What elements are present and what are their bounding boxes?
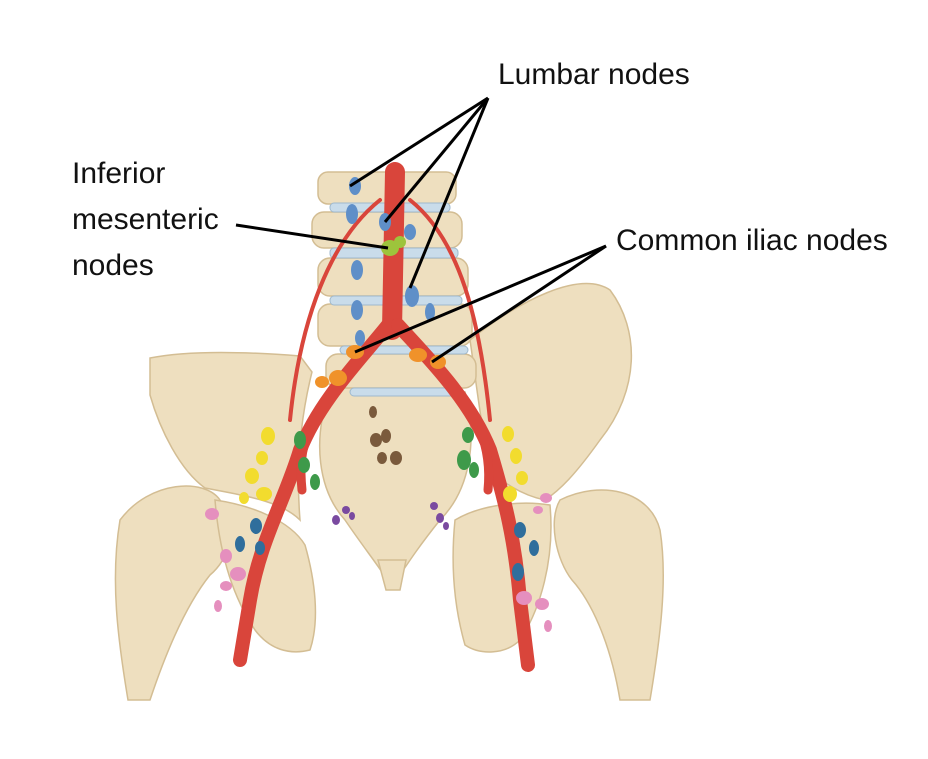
common-iliac-leader-line-1 (354, 244, 607, 354)
inferior-mesenteric-label-line-3: nodes (72, 249, 154, 282)
lymph-node (351, 260, 363, 280)
pelvis-bones (114, 171, 665, 701)
lymph-node (235, 536, 245, 552)
lymph-node (516, 591, 532, 605)
lymph-node (394, 236, 406, 248)
lumbar-nodes-label: Lumbar nodes (498, 58, 690, 91)
lymph-node (220, 581, 232, 591)
right-pubis (452, 502, 552, 653)
lymph-node (370, 433, 382, 447)
inferior-mesenteric-leader-line (235, 223, 389, 250)
lymph-node (230, 567, 246, 581)
external-iliac-node-cluster (239, 426, 528, 504)
deep-inguinal-node-cluster (235, 518, 539, 581)
lymph-node (443, 522, 449, 530)
lymph-node (261, 427, 275, 445)
right-femur (553, 489, 665, 701)
inferior-mesenteric-label-line-2: mesenteric (72, 203, 219, 236)
left-gonadal-artery (288, 198, 382, 422)
left-femur (114, 485, 232, 701)
lymph-node (503, 486, 517, 502)
lymph-node (250, 518, 262, 534)
lymph-node (514, 522, 526, 538)
lymph-node (436, 513, 444, 523)
lymph-node (457, 450, 471, 470)
lymph-node (369, 406, 377, 418)
lymph-node (381, 429, 391, 443)
lymph-node (404, 224, 416, 240)
lymph-node (310, 474, 320, 490)
lumbar-leader-line-2 (383, 97, 490, 223)
lymph-node (294, 431, 306, 449)
lymph-node (332, 515, 340, 525)
lymph-node (377, 452, 387, 464)
obturator-node-cluster (332, 502, 449, 530)
right-gonadal-artery (408, 198, 492, 422)
lymph-node (220, 549, 232, 563)
lymph-node (256, 487, 272, 501)
lymph-node (533, 506, 543, 514)
lymph-node (512, 563, 524, 581)
lymph-node (502, 426, 514, 442)
lymph-node (516, 471, 528, 485)
lymph-node (214, 600, 222, 612)
lymph-node (405, 285, 419, 307)
lymph-node (239, 492, 249, 504)
lymph-node (529, 540, 539, 556)
lymph-node (430, 355, 446, 369)
leader-lines (235, 96, 607, 364)
lymph-node (430, 502, 438, 510)
lymph-node (342, 506, 350, 514)
inferior-mesenteric-node-cluster (381, 236, 406, 256)
lymph-node (298, 457, 310, 473)
sacrum (319, 382, 472, 576)
lymph-node (540, 493, 552, 503)
coccyx (377, 559, 407, 591)
inferior-mesenteric-label-line-1: Inferior (72, 157, 166, 190)
common-iliac-node-cluster (315, 345, 446, 388)
lymph-node (469, 462, 479, 478)
right-internal-iliac-artery (475, 425, 494, 495)
lymph-node (315, 376, 329, 388)
lymph-node (390, 451, 402, 465)
lymph-node (535, 598, 549, 610)
lumbar-leader-line-1 (349, 96, 489, 188)
common-iliac-leader-line-2 (431, 244, 607, 364)
lymph-node (544, 620, 552, 632)
lymph-node (256, 451, 268, 465)
lumbar-leader-line-3 (408, 97, 490, 289)
lymph-node (245, 468, 259, 484)
superficial-inguinal-node-cluster (205, 493, 552, 632)
sacral-node-cluster (369, 406, 402, 465)
lymph-node (462, 427, 474, 443)
lymph-node (346, 204, 358, 224)
inferior-mesenteric-nodes-label: Inferior mesenteric nodes (72, 151, 219, 289)
internal-iliac-node-cluster (294, 427, 479, 490)
lymph-node (409, 348, 427, 362)
lymph-node (351, 300, 363, 320)
left-ilium (149, 351, 313, 522)
lymph-node (355, 330, 365, 346)
lymph-node (255, 541, 265, 555)
lymph-node (349, 512, 355, 520)
lymph-node (205, 508, 219, 520)
lymph-node (510, 448, 522, 464)
lymph-node (425, 303, 435, 321)
disc-5 (349, 387, 461, 397)
common-iliac-nodes-label: Common iliac nodes (616, 224, 888, 257)
lymph-node (329, 370, 347, 386)
